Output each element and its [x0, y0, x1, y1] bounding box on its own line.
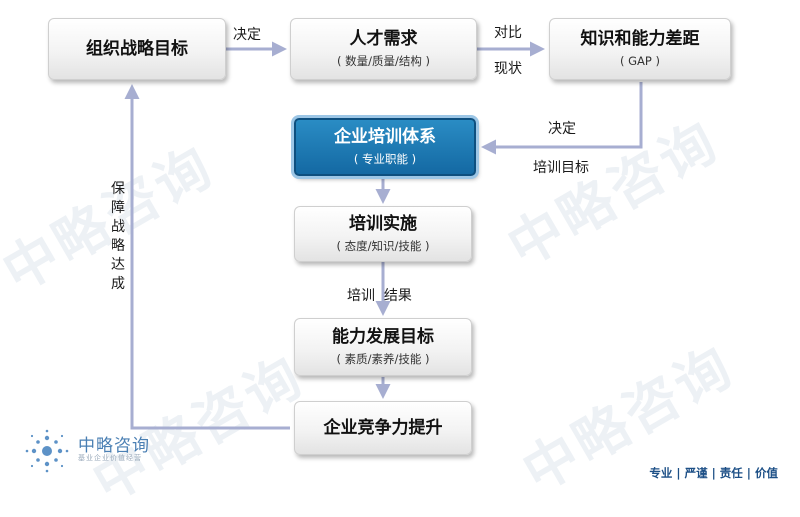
node-title: 人才需求	[349, 29, 418, 49]
edge-label-training-result: 培训 结果	[347, 288, 412, 304]
edge-label-decide: 决定	[548, 121, 576, 137]
arrow-competitiveness-to-strategy	[124, 84, 290, 430]
edge-label-training-goal: 培训目标	[533, 160, 589, 176]
node-title: 企业竞争力提升	[323, 417, 443, 438]
node-competitiveness-improvement: 企业竞争力提升	[294, 401, 472, 455]
node-talent-demand: 人才需求 ( 数量/质量/结构 )	[290, 18, 477, 80]
edge-label-decide: 决定	[233, 27, 261, 43]
node-subtitle: ( 态度/知识/技能 )	[336, 239, 430, 253]
node-title: 培训实施	[349, 214, 417, 234]
node-subtitle: ( 素质/素养/技能 )	[336, 352, 430, 366]
company-logo: 中略咨询 基业企业价值经营	[22, 428, 172, 474]
logo-icon	[25, 429, 69, 473]
arrow-gap-to-training-system	[481, 82, 643, 155]
logo-tagline: 基业企业价值经营	[78, 454, 142, 462]
node-subtitle: ( 专业职能 )	[353, 152, 417, 166]
logo-name: 中略咨询	[78, 436, 150, 456]
node-title: 能力发展目标	[332, 327, 434, 347]
flow-connectors	[124, 41, 643, 430]
node-subtitle: ( GAP )	[620, 54, 660, 68]
edge-label-compare: 对比	[494, 25, 522, 41]
node-title: 知识和能力差距	[580, 29, 700, 49]
footer-motto: 专业 | 严谨 | 责任 | 价值	[649, 466, 778, 480]
node-knowledge-ability-gap: 知识和能力差距 ( GAP )	[549, 18, 731, 80]
node-subtitle: ( 数量/质量/结构 )	[336, 54, 431, 68]
node-organization-strategy: 组织战略目标	[48, 18, 226, 80]
node-title: 组织战略目标	[86, 38, 188, 59]
node-enterprise-training-system: 企业培训体系 ( 专业职能 )	[294, 118, 476, 176]
node-title: 企业培训体系	[334, 127, 436, 147]
node-ability-development-goal: 能力发展目标 ( 素质/素养/技能 )	[294, 318, 472, 376]
edge-label-guarantee-strategy: 保障战略达成	[111, 181, 125, 292]
edge-label-status: 现状	[494, 61, 522, 77]
node-training-implementation: 培训实施 ( 态度/知识/技能 )	[294, 206, 472, 262]
